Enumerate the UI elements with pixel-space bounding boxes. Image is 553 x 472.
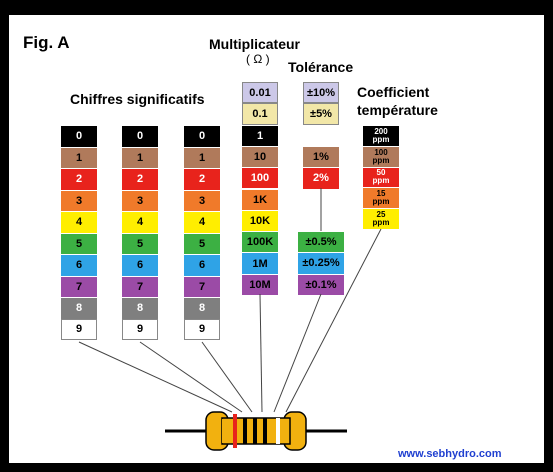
ppm-value: 100: [374, 147, 388, 157]
wire-digit-2: [139, 341, 243, 413]
digit-column-1-cell: 1: [61, 146, 97, 168]
resistor-band-4: [263, 418, 267, 444]
ppm-unit: ppm: [372, 197, 390, 207]
digit-column-3-cell: 5: [184, 232, 220, 254]
digit-column-3-cell: 1: [184, 146, 220, 168]
digit-column-3-cell: 3: [184, 189, 220, 211]
digit-column-3-cell: 4: [184, 211, 220, 233]
digit-column-1-cell: 9: [61, 318, 97, 340]
multiplier-column-cell: 0.01: [242, 82, 278, 104]
multiplier-column-cell: 1: [242, 124, 278, 146]
ppm-value: 25: [376, 210, 386, 220]
digit-column-3-cell: 6: [184, 254, 220, 276]
ppm-unit: ppm: [372, 155, 390, 165]
multiplier-column-cell: 0.1: [242, 103, 278, 125]
resistor-band-5: [276, 418, 280, 444]
ppm-value: 200: [374, 126, 388, 136]
wire-tolerance: [273, 293, 322, 413]
digit-column-1-cell: 0: [61, 125, 97, 147]
tolerance-top-column-cell: ±10%: [303, 82, 339, 104]
multiplier-column-cell: 1M: [242, 252, 278, 274]
multiplier-column-cell: 100: [242, 167, 278, 189]
multiplier-title: Multiplicateur: [209, 36, 301, 52]
digit-column-3-cell: 2: [184, 168, 220, 190]
digit-column-1-cell: 6: [61, 254, 97, 276]
digit-column-2-cell: 2: [122, 168, 158, 190]
wire-digit-3: [201, 341, 253, 413]
digit-column-1-cell: 2: [61, 168, 97, 190]
digit-column-1-cell: 8: [61, 297, 97, 319]
tolerance-mid-column-cell: 2%: [303, 167, 339, 189]
ppm-unit: ppm: [372, 134, 390, 144]
digit-column-3-cell: 9: [184, 318, 220, 340]
digit-column-2-cell: 6: [122, 254, 158, 276]
wire-multiplier: [259, 293, 263, 413]
tolerance-bottom-column-cell: ±0.25%: [298, 252, 344, 274]
digit-column-3-cell: 7: [184, 275, 220, 297]
multiplier-unit: ( Ω ): [246, 52, 270, 66]
resistor-band-1: [233, 414, 237, 448]
multiplier-column-cell: 10M: [242, 273, 278, 295]
digit-column-1-cell: 5: [61, 232, 97, 254]
digit-column-2-cell: 7: [122, 275, 158, 297]
digit-column-1-cell: 7: [61, 275, 97, 297]
ppm-unit: ppm: [372, 176, 390, 186]
digit-column-1-cell: 3: [61, 189, 97, 211]
digit-column-2-cell: 0: [122, 125, 158, 147]
figure-label: Fig. A: [23, 33, 70, 52]
tolerance-top-column-cell: ±5%: [303, 103, 339, 125]
multiplier-column-cell: 10K: [242, 209, 278, 232]
wire-digit-1: [78, 341, 233, 413]
digit-column-2-cell: 9: [122, 318, 158, 340]
tolerance-mid-column-cell: 1%: [303, 146, 339, 168]
multiplier-column-cell: 1K: [242, 188, 278, 210]
ppm-unit: ppm: [372, 218, 390, 228]
website-link[interactable]: www.sebhydro.com: [398, 448, 502, 460]
digit-column-2-cell: 3: [122, 189, 158, 211]
digit-column-2-cell: 5: [122, 232, 158, 254]
ppm-value: 15: [376, 189, 386, 199]
significant-digits-title: Chiffres significatifs: [70, 91, 205, 107]
tolerance-title: Tolérance: [288, 59, 354, 75]
digit-column-3-cell: 8: [184, 297, 220, 319]
coefficient-title-line2: température: [357, 102, 438, 118]
multiplier-column-cell: 10: [242, 145, 278, 168]
wire-temperature: [285, 228, 382, 413]
resistor-band-3: [253, 418, 257, 444]
digit-column-3-cell: 0: [184, 125, 220, 147]
digit-column-2-cell: 8: [122, 297, 158, 319]
digit-column-1-cell: 4: [61, 211, 97, 233]
digit-column-2-cell: 4: [122, 211, 158, 233]
coefficient-title-line1: Coefficient: [357, 84, 430, 100]
digit-column-2-cell: 1: [122, 146, 158, 168]
multiplier-column-cell: 100K: [242, 231, 278, 253]
tolerance-bottom-column-cell: ±0.5%: [298, 231, 344, 253]
tolerance-bottom-column-cell: ±0.1%: [298, 273, 344, 295]
resistor-band-2: [243, 418, 247, 444]
ppm-value: 50: [376, 168, 386, 178]
